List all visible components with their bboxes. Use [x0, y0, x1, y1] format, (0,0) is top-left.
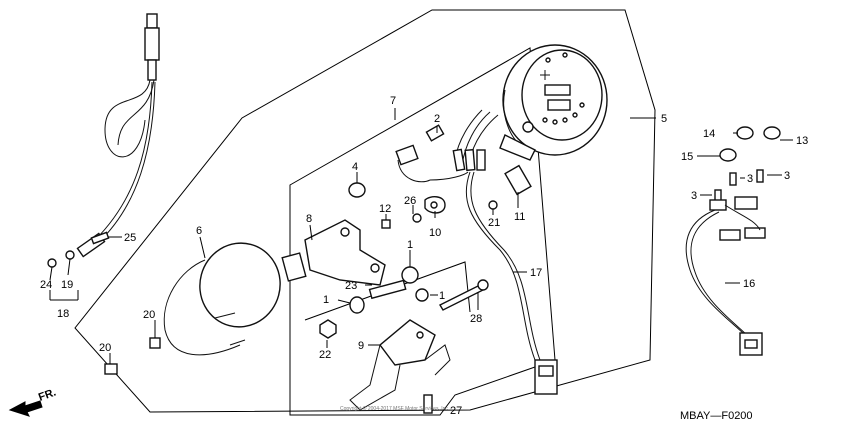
- gauge-wiring: [395, 109, 558, 395]
- callout-11: 11: [514, 211, 525, 223]
- callout-15: 15: [681, 151, 693, 163]
- callout-9: 9: [358, 340, 364, 352]
- callout-6: 6: [196, 225, 202, 237]
- callout-22: 22: [319, 349, 331, 361]
- diagram-code: MBAY—F0200: [680, 410, 753, 422]
- callout-18: 18: [57, 308, 69, 320]
- front-direction-arrow: [8, 400, 43, 417]
- callout-24: 24: [40, 279, 52, 291]
- callout-28: 28: [470, 313, 482, 325]
- leader-lines: [49, 108, 793, 411]
- callout-14: 14: [703, 128, 715, 140]
- callout-23: 23: [345, 280, 357, 292]
- indicator-harness: [685, 196, 766, 356]
- callout-12: 12: [379, 203, 391, 215]
- screw-20a: [149, 337, 161, 349]
- rubber-1b: [349, 296, 365, 314]
- callout-labels: 1 1 1 2 3 3 3 4 5 6 7 8 9 10 11 12 13 14…: [40, 95, 808, 417]
- callout-10: 10: [429, 227, 441, 239]
- callout-8: 8: [306, 213, 312, 225]
- clamp: [424, 196, 446, 214]
- callout-3c: 3: [691, 190, 697, 202]
- callout-1a: 1: [407, 239, 413, 251]
- rubber-1a: [401, 266, 419, 284]
- rubber-1c: [415, 288, 429, 302]
- callout-20b: 20: [99, 342, 111, 354]
- screw-26: [412, 213, 422, 223]
- bulb-socket: [425, 124, 445, 142]
- nut-22: [319, 319, 337, 339]
- callout-25: 25: [124, 232, 136, 244]
- screw-20b: [104, 363, 118, 375]
- callout-21: 21: [488, 217, 500, 229]
- callout-27: 27: [450, 405, 462, 417]
- fr-label: FR.: [37, 386, 58, 403]
- callout-2: 2: [434, 113, 440, 125]
- meter-case: [163, 242, 281, 356]
- callout-3b: 3: [784, 170, 790, 182]
- callout-1c: 1: [439, 290, 445, 302]
- bulb-3a: [729, 172, 737, 186]
- bolt-28: [439, 284, 484, 311]
- lower-bracket: [349, 319, 451, 411]
- callout-3a: 3: [747, 173, 753, 185]
- callout-26: 26: [404, 195, 416, 207]
- callout-1b: 1: [323, 294, 329, 306]
- callout-19: 19: [61, 279, 73, 291]
- speedometer-gauge: [499, 44, 608, 161]
- screw-21: [488, 200, 498, 210]
- cable-fitting: [504, 164, 532, 196]
- pin-12: [381, 219, 391, 229]
- callout-4: 4: [352, 161, 358, 173]
- cap-14: [736, 126, 754, 140]
- meter-bracket: [281, 219, 386, 286]
- grommet-4: [348, 182, 366, 198]
- callout-13: 13: [796, 135, 808, 147]
- bolt-head-28: [477, 279, 489, 291]
- subassembly-outline: [289, 47, 556, 416]
- callout-5: 5: [661, 113, 667, 125]
- cap-13: [763, 126, 781, 140]
- callout-16: 16: [743, 278, 755, 290]
- bulb-3b: [756, 169, 764, 183]
- callout-17: 17: [530, 267, 542, 279]
- callout-20a: 20: [143, 309, 155, 321]
- bolt-27: [423, 394, 433, 414]
- speedometer-cable: [47, 13, 160, 268]
- collar-23: [368, 279, 407, 300]
- cap-15: [719, 148, 737, 162]
- assembly-outline: [74, 9, 656, 413]
- copyright-text: Copyright © 2004-2017 MSF Motor Services…: [340, 405, 449, 412]
- callout-7: 7: [390, 95, 396, 107]
